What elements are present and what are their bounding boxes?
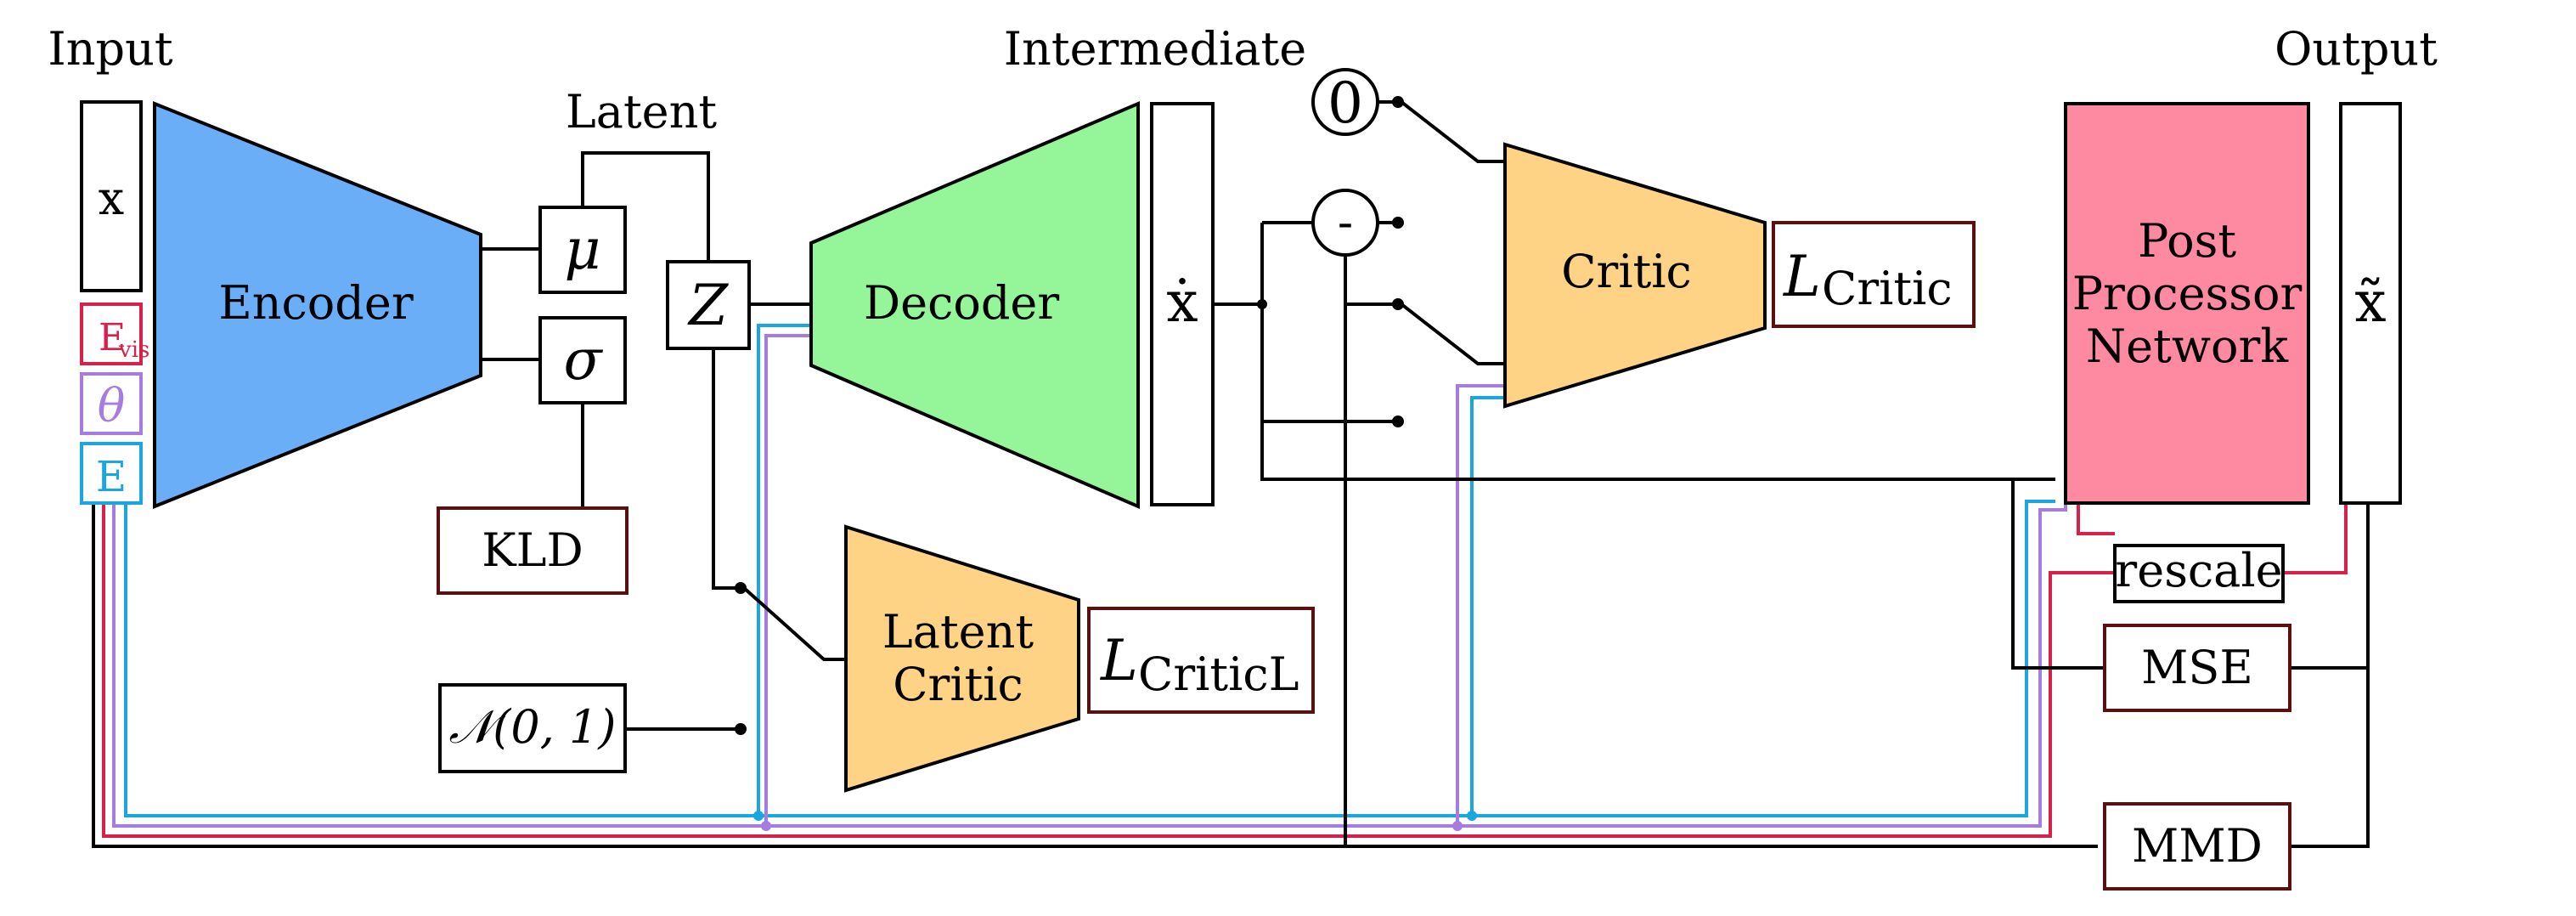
latent-critic-label-line2: Critic [893,658,1023,711]
output-to-mmd-line [2290,503,2370,848]
latent-switch-terminal-bottom [735,723,747,735]
mmd-loss-box [2103,802,2291,891]
theta-critic-junction-dot [1452,821,1463,831]
rescale-box [2113,544,2285,603]
theta-input-label: θ [98,379,126,433]
e-input-label: E [96,452,127,501]
latent-header: Latent [566,85,717,139]
xdot-to-mse-line [2011,479,2105,670]
critic-switch-terminal-xdot [1392,416,1404,427]
minus-operator-label: - [1338,195,1353,249]
mse-loss-label: MSE [2141,641,2253,694]
e-to-critic-line [1470,396,1503,816]
evis-input-subscript: vis [118,337,149,363]
normal-prior-box [438,683,627,773]
intermediate-header: Intermediate [1004,22,1306,76]
mu-box [538,206,627,294]
l-criticl-loss-symbol: L [1100,628,1138,693]
z-label: Z [687,273,729,338]
latent-critic-block [844,524,1080,793]
e-signal-line [124,500,2055,817]
z-box [666,260,751,350]
output-header: Output [2274,22,2438,76]
mse-loss-box [2103,624,2291,712]
normal-prior-label: 𝒩(0, 1) [449,700,617,754]
z-to-latent-switch-line [712,348,739,590]
rescale-label: rescale [2115,544,2282,597]
x-input-label: x [99,172,124,225]
latent-switch-terminal-top [735,582,747,594]
mmd-loss-label: MMD [2132,819,2263,873]
sigma-box [538,316,627,404]
critic-label: Critic [1561,245,1692,298]
kld-loss-box [437,506,628,595]
critic-switch-terminal-minus [1392,298,1404,310]
l-criticl-loss-box [1087,607,1315,714]
x-input-box [80,100,143,292]
e-input-box [80,442,143,505]
theta-junction-dot [761,821,771,831]
x-dot-intermediate-box [1150,102,1215,506]
decoder-block [809,100,1140,510]
post-processor-network-block [2064,102,2310,505]
x-dot-label: ẋ [1166,269,1198,335]
x-tilde-label: x̃ [2354,269,2386,335]
l-critic-loss-box [1772,221,1976,328]
minus-switch-terminal [1392,217,1404,229]
x-return-line [92,501,2098,848]
x-dot-bus-line [1260,223,2055,481]
x-tilde-output-box [2339,102,2402,505]
l-critic-loss-subscript: Critic [1822,262,1953,315]
input-header: Input [48,22,172,76]
l-critic-loss-symbol: L [1783,244,1821,309]
e-junction-dot [753,811,764,821]
e-to-decoder-line [757,324,809,816]
critic-bottom-switch-arm [1400,303,1505,365]
critic-top-switch-arm [1400,100,1505,163]
output-to-rescale-line [2285,503,2348,574]
decoder-label: Decoder [864,276,1060,330]
zero-constant-label: 0 [1327,71,1363,136]
post-processor-label-line3: Network [2086,319,2289,373]
theta-to-critic-line [1456,384,1503,826]
evis-input-label: E [99,316,126,359]
encoder-block [153,101,482,509]
mu-to-z-line [581,151,710,260]
mu-label: μ [565,217,601,282]
theta-to-decoder-line [764,334,809,826]
theta-input-box [80,372,143,435]
zero-switch-terminal [1392,96,1404,108]
kld-loss-label: KLD [482,523,583,577]
sigma-label: σ [563,327,603,393]
latent-switch-arm [742,586,846,661]
latent-critic-label-line1: Latent [882,605,1034,659]
evis-signal-line [102,501,2115,838]
e-critic-junction-dot [1467,811,1477,821]
post-processor-label-line1: Post [2138,214,2236,268]
critic-block [1503,142,1767,409]
post-to-rescale-line [2077,503,2115,535]
l-criticl-loss-subscript: CriticL [1138,647,1299,701]
encoder-label: Encoder [218,276,413,330]
evis-input-box [80,303,143,365]
post-processor-label-line2: Processor [2072,267,2303,320]
